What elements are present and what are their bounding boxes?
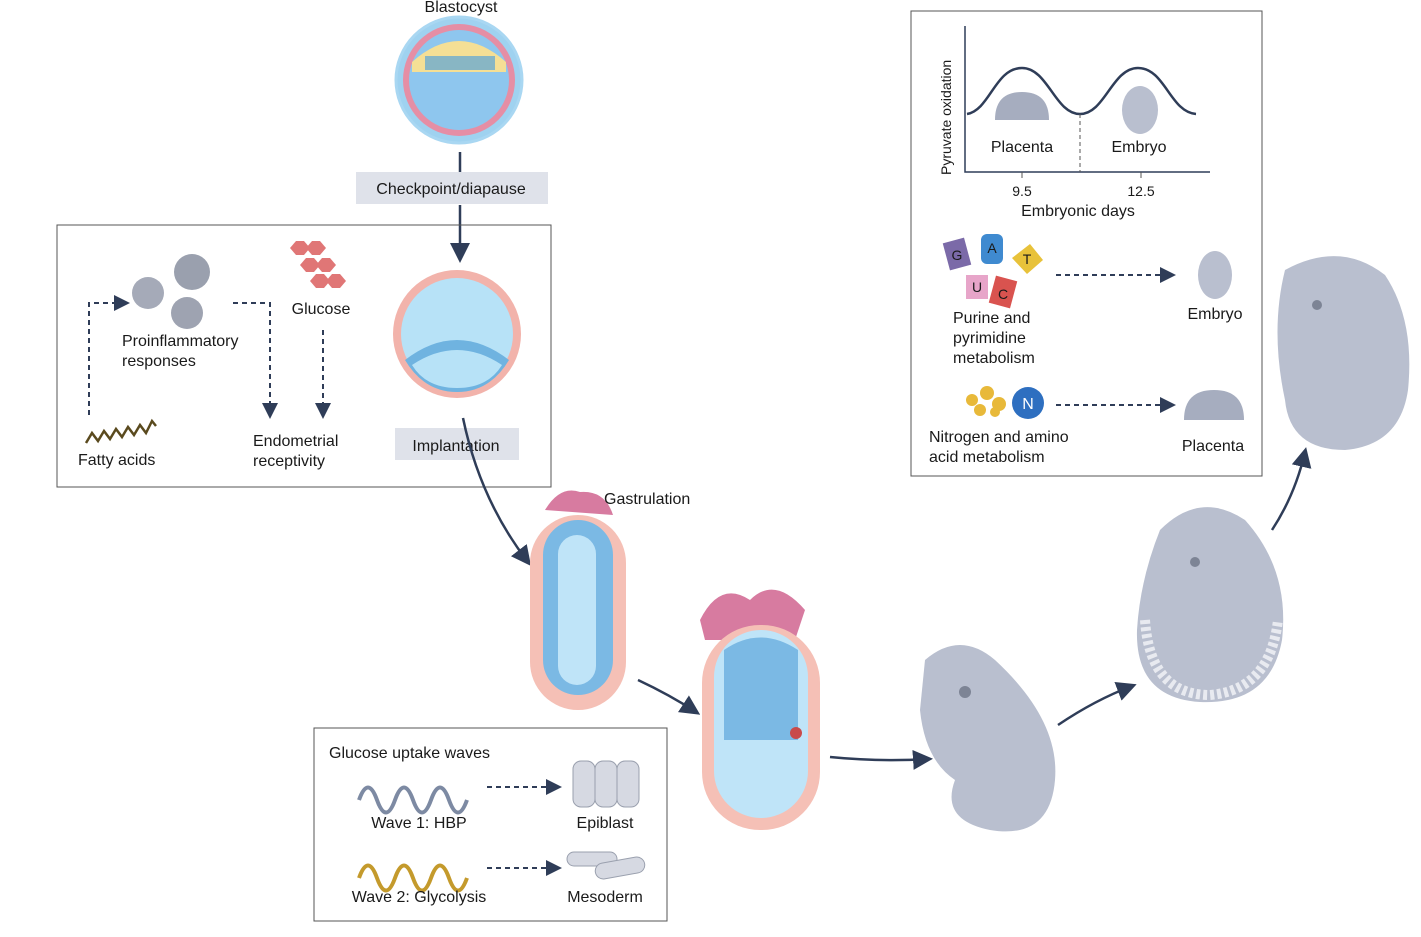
fatty-acids-label: Fatty acids xyxy=(78,452,155,469)
nitrogen-label-1: Nitrogen and amino xyxy=(929,429,1069,446)
arrow-to-egg-cylinder xyxy=(637,678,701,715)
early-embryo-illustration xyxy=(920,645,1056,832)
mesoderm-cells-icon xyxy=(566,851,646,880)
placenta-peak-label: Placenta xyxy=(991,139,1053,156)
purine-target-label: Embryo xyxy=(1187,306,1242,323)
glucose-uptake-title: Glucose uptake waves xyxy=(329,745,490,762)
embryonic-days-label: Embryonic days xyxy=(1021,203,1135,220)
arrow-to-early-embryo xyxy=(829,749,933,770)
wave2-icon xyxy=(357,863,469,893)
nitrogen-target-label: Placenta xyxy=(1182,438,1244,455)
pyruvate-axes xyxy=(964,26,1210,173)
purine-label-2: pyrimidine xyxy=(953,330,1026,347)
embryo-icon xyxy=(1122,86,1158,134)
wave1-icon xyxy=(357,785,469,815)
purine-label-3: metabolism xyxy=(953,350,1035,367)
proinflammatory-label-2: responses xyxy=(122,353,196,370)
mid-embryo-illustration xyxy=(1136,507,1284,703)
fatty-acids-arrow xyxy=(88,295,130,415)
arrow-to-mid-embryo xyxy=(1057,681,1137,727)
egg-cylinder-illustration xyxy=(700,589,820,830)
arrow-to-late-embryo xyxy=(1270,447,1312,531)
endometrial-label-1: Endometrial xyxy=(253,433,338,450)
implantation-box xyxy=(56,224,552,488)
fatty-acid-chain-icon xyxy=(84,418,157,444)
nucleotide-t: T xyxy=(1023,251,1032,267)
nitrogen-symbol: N xyxy=(1022,396,1034,413)
gastrulation-label: Gastrulation xyxy=(604,491,690,508)
purine-label-1: Purine and xyxy=(953,310,1030,327)
blastocyst-illustration xyxy=(394,15,524,145)
pyruvate-axis-label: Pyruvate oxidation xyxy=(938,60,954,175)
tick-9-5: 9.5 xyxy=(1012,183,1032,199)
inflammation-arrow xyxy=(233,302,278,419)
nucleotide-a: A xyxy=(987,240,997,256)
placenta-icon xyxy=(995,92,1049,120)
epiblast-label: Epiblast xyxy=(577,815,634,832)
nucleotide-g: G xyxy=(952,247,963,263)
implantation-label: Implantation xyxy=(412,438,499,455)
nucleotide-u: U xyxy=(972,279,982,295)
nitrogen-label-2: acid metabolism xyxy=(929,449,1045,466)
glucose-label: Glucose xyxy=(292,301,351,318)
wave1-label: Wave 1: HBP xyxy=(371,815,466,832)
amino-acids-icon xyxy=(966,386,1006,417)
placenta-target-icon xyxy=(1184,390,1244,420)
glucose-icon xyxy=(290,241,346,288)
glucose-uptake-box xyxy=(313,727,668,922)
arrow-to-gastrulation xyxy=(461,417,532,566)
metabolism-box xyxy=(910,10,1263,477)
checkpoint-label-box xyxy=(356,172,548,204)
proinflammatory-label-1: Proinflammatory xyxy=(122,333,238,350)
nucleotide-c: C xyxy=(998,286,1008,302)
implanting-blastocyst-illustration xyxy=(393,270,521,398)
embryo-target-icon xyxy=(1198,251,1232,299)
embryo-peak-label: Embryo xyxy=(1111,139,1166,156)
mesoderm-label: Mesoderm xyxy=(567,889,643,906)
immune-cells-icon xyxy=(132,254,210,329)
nucleotides-icon: G A T U C xyxy=(942,234,1043,309)
gastrulation-embryo-illustration xyxy=(530,490,626,710)
wave2-label: Wave 2: Glycolysis xyxy=(352,889,487,906)
nitrogen-icon xyxy=(1012,387,1044,419)
implantation-label-box xyxy=(395,428,519,460)
checkpoint-label: Checkpoint/diapause xyxy=(376,181,526,198)
epiblast-cells-icon xyxy=(572,760,640,808)
late-embryo-illustration xyxy=(1277,256,1410,450)
endometrial-label-2: receptivity xyxy=(253,453,325,470)
blastocyst-label: Blastocyst xyxy=(425,0,498,16)
tick-12-5: 12.5 xyxy=(1127,183,1154,199)
